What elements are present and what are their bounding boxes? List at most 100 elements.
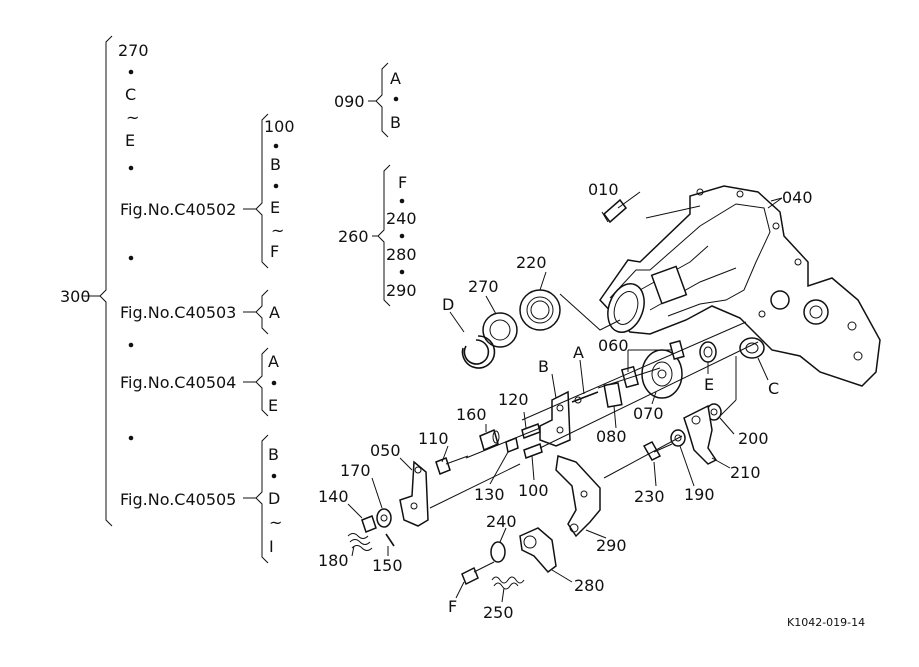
callout-E: E: [704, 375, 714, 394]
seal-270-part: [482, 312, 518, 348]
range-sign: ~: [126, 108, 139, 127]
item-E: E: [268, 396, 278, 415]
callout-060: 060: [598, 336, 629, 355]
callout-270: 270: [468, 277, 499, 296]
callout-170: 170: [340, 461, 371, 480]
group-c40505: B D ~ I: [243, 434, 282, 564]
item-270: 270: [118, 41, 149, 60]
item-I: I: [269, 537, 274, 556]
item-B: B: [390, 113, 401, 132]
fig-c40505: Fig.No.C40505: [120, 490, 236, 509]
washer-170-part: [376, 508, 392, 528]
range-sign: ~: [271, 221, 284, 240]
item-D: D: [268, 489, 280, 508]
callouts: 010 040 220 270 D 060 A B 070 080 E C 12…: [318, 180, 813, 622]
callout-B: B: [538, 357, 549, 376]
item-C: C: [125, 85, 136, 104]
snap-ring-D-part: [461, 335, 496, 369]
seal-E-part: [699, 341, 717, 363]
bracket-B-part: [539, 390, 571, 447]
callout-230: 230: [634, 487, 665, 506]
callout-250: 250: [483, 603, 514, 622]
seal-C-part: [739, 337, 765, 359]
item-B: B: [270, 155, 281, 174]
spring-180-part: [347, 533, 373, 551]
bracket-290-part: [555, 455, 601, 538]
item-100: 100: [264, 117, 295, 136]
bolt-230-part: [642, 441, 673, 461]
callout-220: 220: [516, 253, 547, 272]
assembly-lines: [429, 321, 759, 509]
item-A: A: [390, 69, 401, 88]
callout-010: 010: [588, 180, 619, 199]
group-090-label: 090: [334, 92, 365, 111]
item-E: E: [125, 131, 135, 150]
group-c40504: A E: [243, 347, 279, 417]
callout-040: 040: [782, 188, 813, 207]
item-F: F: [398, 173, 407, 192]
item-E: E: [270, 198, 280, 217]
pin-150-part: [385, 533, 395, 547]
lever-050-part: [399, 460, 429, 527]
group-c40502: 100 B E ~ F: [243, 113, 295, 269]
callout-210: 210: [730, 463, 761, 482]
group-260: 260 F 240 280 290: [338, 164, 417, 307]
pin-120-part: [521, 423, 541, 439]
callout-200: 200: [738, 429, 769, 448]
callout-050: 050: [370, 441, 401, 460]
callout-080: 080: [596, 427, 627, 446]
bolt-100-part: [523, 443, 543, 459]
callout-180: 180: [318, 551, 349, 570]
group-c40503: A: [243, 289, 280, 335]
callout-F: F: [448, 597, 457, 616]
item-280: 280: [386, 245, 417, 264]
nut-130-part: [505, 436, 519, 454]
housing-part: [599, 185, 881, 387]
callout-290: 290: [596, 536, 627, 555]
lever-280-part: [519, 527, 557, 574]
plate-080-part: [603, 382, 623, 408]
pin-A-part: [571, 391, 599, 404]
callout-240: 240: [486, 512, 517, 531]
callout-C: C: [768, 379, 779, 398]
callout-D: D: [442, 295, 454, 314]
item-290: 290: [386, 281, 417, 300]
fig-c40504: Fig.No.C40504: [120, 373, 236, 392]
group-260-label: 260: [338, 227, 369, 246]
washer-240-part: [490, 541, 506, 563]
item-F: F: [270, 242, 279, 261]
fig-c40502: Fig.No.C40502: [120, 200, 236, 219]
item-B: B: [268, 445, 279, 464]
nut-140-part: [361, 515, 377, 533]
key-060-part: [620, 340, 685, 389]
leader-lines: [347, 197, 783, 603]
callout-150: 150: [372, 556, 403, 575]
pin-F-part: [461, 561, 495, 586]
callout-110: 110: [418, 429, 449, 448]
callout-100: 100: [518, 481, 549, 500]
item-A: A: [269, 303, 280, 322]
diagram-id: K1042-019-14: [787, 616, 865, 629]
callout-120: 120: [498, 390, 529, 409]
callout-160: 160: [456, 405, 487, 424]
callout-A: A: [573, 343, 584, 362]
callout-140: 140: [318, 487, 349, 506]
bolt-010-part: [601, 191, 641, 224]
group-300-label: 300: [60, 287, 91, 306]
callout-070: 070: [633, 404, 664, 423]
collar-160-part: [479, 428, 500, 452]
bolt-110-part: [435, 455, 469, 475]
callout-130: 130: [474, 485, 505, 504]
group-090: 090 A B: [334, 62, 401, 138]
callout-190: 190: [684, 485, 715, 504]
group-300: 300 270 C ~ E Fig.No.C40502 Fig.No.C4050…: [60, 35, 236, 527]
item-A: A: [268, 352, 279, 371]
item-240: 240: [386, 209, 417, 228]
spring-250-part: [491, 576, 525, 590]
callout-280: 280: [574, 576, 605, 595]
washer-200-part: [706, 403, 722, 421]
fig-c40503: Fig.No.C40503: [120, 303, 236, 322]
range-sign: ~: [269, 513, 282, 532]
